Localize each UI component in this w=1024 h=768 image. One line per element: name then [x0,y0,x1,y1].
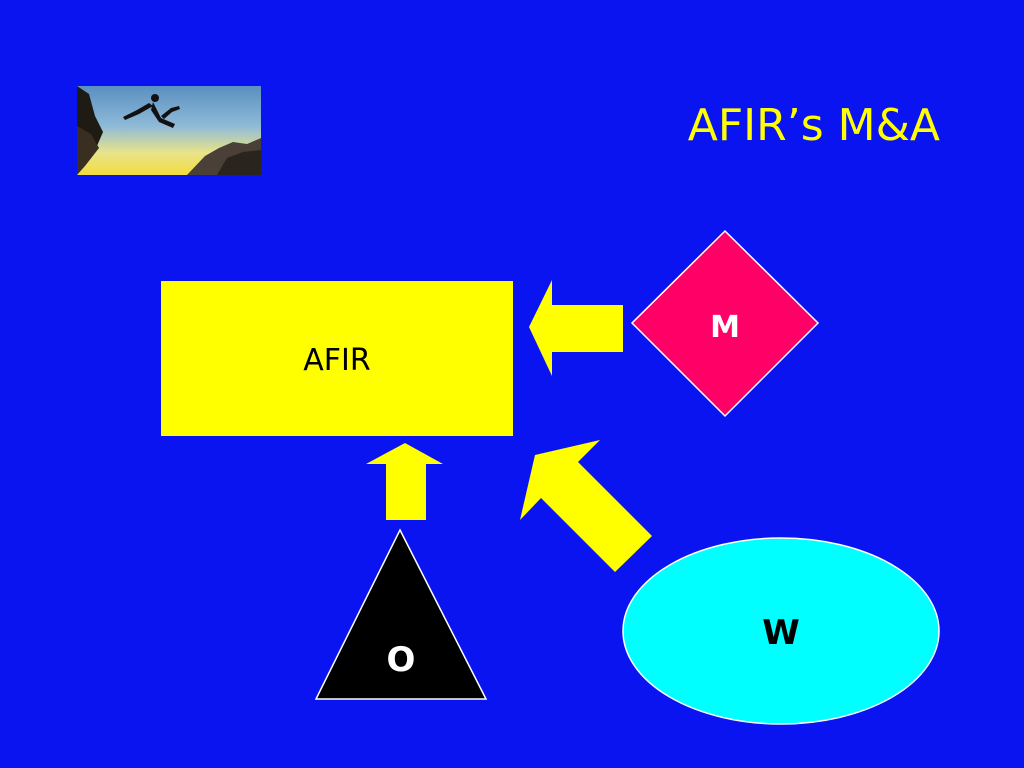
afir-box: AFIR [161,281,513,436]
w-ellipse: W [622,537,940,725]
slide-title: AFIR’s M&A [687,100,940,151]
o-triangle: O [314,528,488,700]
arrow-from-m [529,280,623,376]
cliff-jump-photo [77,86,261,175]
m-diamond: M [630,229,820,418]
w-ellipse-label: W [762,613,800,653]
arrow-from-w [520,440,652,572]
arrow-from-o [366,443,443,520]
m-diamond-label: M [710,310,740,345]
afir-box-label: AFIR [303,343,370,378]
o-triangle-label: O [387,640,416,680]
